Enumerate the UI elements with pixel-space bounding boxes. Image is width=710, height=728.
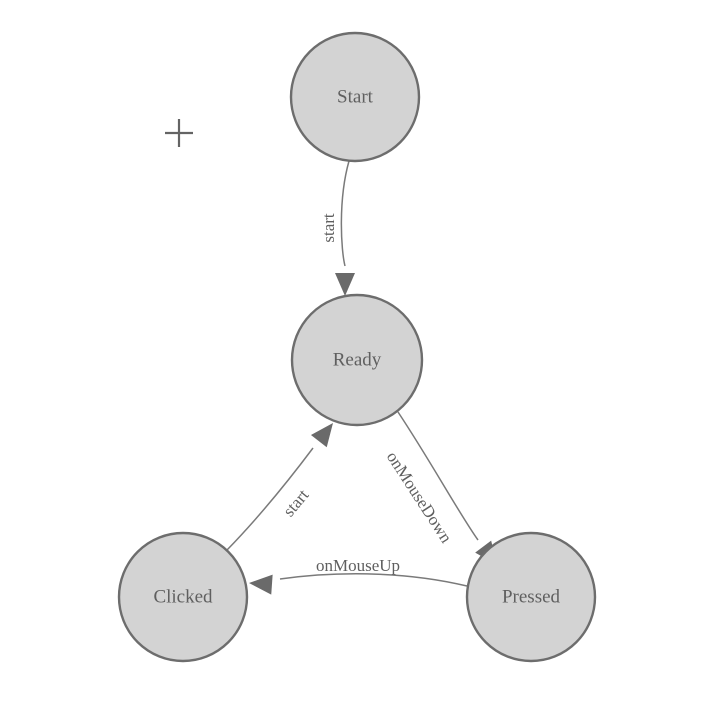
node-circle[interactable]: [290, 293, 424, 427]
edge-start-to-ready[interactable]: start: [319, 160, 355, 296]
edge-label: onMouseUp: [316, 556, 400, 575]
arrow-head-icon: [335, 273, 355, 296]
arrow-head-icon: [310, 423, 333, 448]
node-start[interactable]: Start: [289, 31, 421, 163]
edge-line: [397, 411, 479, 541]
node-ready[interactable]: Ready: [290, 293, 424, 427]
edge-line: [340, 160, 350, 267]
node-circle[interactable]: [117, 531, 249, 663]
edge-label: start: [319, 213, 338, 243]
edge-pressed-to-clicked[interactable]: onMouseUp: [248, 556, 468, 595]
edge-ready-to-pressed[interactable]: onMouseDown: [383, 411, 505, 571]
node-circle[interactable]: [289, 31, 421, 163]
markers-layer: [165, 119, 193, 147]
node-circle[interactable]: [465, 531, 597, 663]
plus-marker-icon: [165, 119, 193, 147]
edge-label: onMouseDown: [383, 448, 456, 547]
arrow-head-icon: [249, 574, 273, 595]
edge-line: [279, 573, 468, 587]
edge-label: start: [279, 485, 313, 520]
edge-clicked-to-ready[interactable]: start: [226, 417, 341, 551]
edge-line: [226, 447, 314, 551]
node-clicked[interactable]: Clicked: [117, 531, 249, 663]
node-pressed[interactable]: Pressed: [465, 531, 597, 663]
